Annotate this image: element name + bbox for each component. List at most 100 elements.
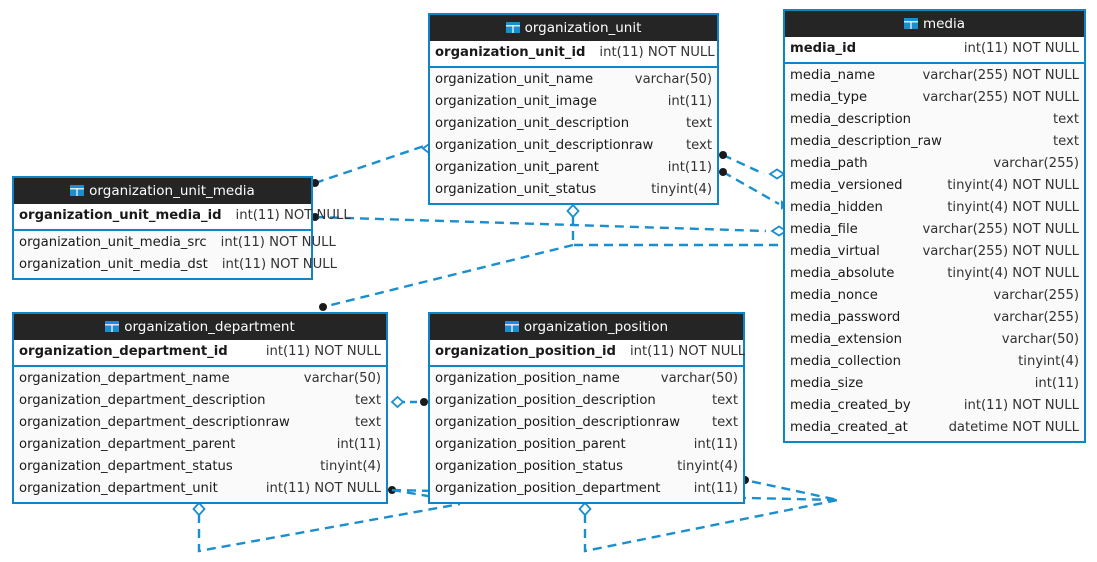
table-row[interactable]: organization_unit_status tinyint(4) [430, 179, 717, 201]
field-name: organization_department_id [19, 344, 228, 359]
table-icon [504, 315, 519, 332]
field-type: tinyint(4) [651, 182, 712, 197]
table-row[interactable]: media_name varchar(255) NOT NULL [785, 65, 1084, 87]
field-type: varchar(50) [660, 371, 738, 386]
table-row[interactable]: organization_position_department int(11) [430, 478, 743, 500]
table-header-organization_unit[interactable]: organization_unit [430, 15, 717, 41]
table-row[interactable]: media_id int(11) NOT NULL [785, 38, 1084, 60]
table-name: organization_department [124, 319, 295, 335]
table-row[interactable]: organization_department_descriptionraw te… [14, 412, 386, 434]
field-type: varchar(255) NOT NULL [922, 68, 1080, 83]
field-name: organization_department_name [19, 371, 230, 386]
field-type: varchar(255) [993, 288, 1079, 303]
table-row[interactable]: media_path varchar(255) [785, 153, 1084, 175]
field-name: organization_department_unit [19, 481, 218, 496]
table-row[interactable]: media_description text [785, 109, 1084, 131]
field-name: organization_unit_image [435, 94, 597, 109]
field-type: varchar(255) [993, 156, 1079, 171]
field-type: tinyint(4) NOT NULL [947, 200, 1079, 215]
field-type: text [1052, 112, 1079, 127]
table-row[interactable]: organization_department_unit int(11) NOT … [14, 478, 386, 500]
field-name: organization_department_parent [19, 437, 236, 452]
field-type: int(11) [693, 481, 738, 496]
field-name: media_id [790, 41, 857, 56]
relation-unitmedia-to-unit [311, 142, 437, 187]
field-name: organization_department_status [19, 459, 233, 474]
field-type: int(11) NOT NULL [963, 398, 1079, 413]
field-type: int(11) NOT NULL [629, 344, 746, 359]
field-type: varchar(255) NOT NULL [922, 222, 1080, 237]
relation-department-to-position [390, 395, 428, 409]
field-name: organization_department_descriptionraw [19, 415, 290, 430]
field-name: organization_position_department [435, 481, 661, 496]
field-name: media_collection [790, 354, 901, 369]
table-header-organization_unit_media[interactable]: organization_unit_media [14, 178, 311, 204]
field-name: organization_unit_status [435, 182, 597, 197]
table-row[interactable]: media_nonce varchar(255) [785, 285, 1084, 307]
field-name: media_nonce [790, 288, 878, 303]
table-header-media[interactable]: media [785, 11, 1084, 37]
field-type: int(11) NOT NULL [963, 41, 1079, 56]
field-type: text [711, 393, 738, 408]
field-name: media_absolute [790, 266, 895, 281]
table-header-organization_department[interactable]: organization_department [14, 314, 386, 340]
field-type: text [354, 415, 381, 430]
field-name: media_name [790, 68, 876, 83]
relation-department-parent-loop [192, 501, 461, 553]
table-name: media [922, 16, 966, 32]
field-name: media_path [790, 156, 868, 171]
field-type: int(11) NOT NULL [265, 481, 381, 496]
field-name: organization_department_description [19, 393, 266, 408]
field-type: varchar(255) [993, 310, 1079, 325]
field-type: varchar(255) NOT NULL [922, 244, 1080, 259]
table-icon [505, 16, 520, 33]
relation-unitmedia-to-media [311, 213, 788, 237]
field-type: text [685, 138, 712, 153]
field-name: media_description [790, 112, 911, 127]
table-organization_department[interactable]: organization_department organization_depa… [12, 312, 388, 504]
field-name: organization_unit_media_id [19, 208, 222, 223]
field-type: datetime NOT NULL [948, 420, 1079, 435]
table-header-organization_position[interactable]: organization_position [430, 314, 743, 340]
